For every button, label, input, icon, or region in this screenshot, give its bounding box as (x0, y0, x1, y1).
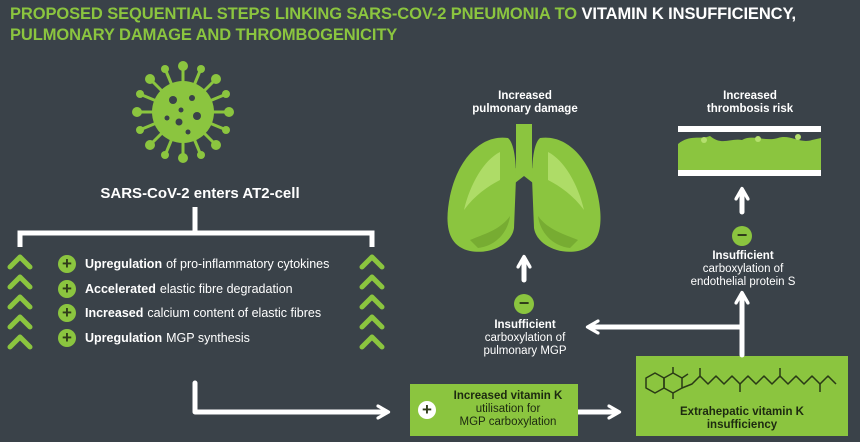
bracket-line (17, 207, 375, 247)
blood-vessel-icon (678, 126, 821, 176)
plus-icon: + (58, 328, 76, 347)
minus-icon: − (514, 294, 534, 314)
pulmonary-mgp-label: Insufficient carboxylation of pulmonary … (483, 319, 567, 357)
lungs-icon (447, 124, 601, 252)
page-title: PROPOSED SEQUENTIAL STEPS LINKING SARS-C… (10, 4, 855, 46)
title-line-2: PULMONARY DAMAGE AND THROMBOGENICITY (10, 26, 398, 44)
vitamin-k-molecule-icon (645, 367, 837, 399)
arrow-to-vitk-box (192, 380, 384, 412)
lungs-label: Increased pulmonary damage (472, 90, 578, 115)
virus-icon (132, 61, 234, 163)
chevron-up-icon-column-left (10, 257, 30, 347)
protein-s-label: Insufficient carboxylation of endothelia… (690, 250, 796, 288)
plus-icon: + (58, 279, 76, 298)
minus-icon: − (732, 226, 752, 246)
thrombosis-label: Increased thrombosis risk (706, 90, 794, 115)
chevron-up-icon-column-right (362, 257, 382, 347)
plus-icon: + (418, 401, 436, 419)
plus-icon: + (58, 304, 76, 323)
virus-caption: SARS-CoV-2 enters AT2-cell (100, 185, 300, 202)
arrow-to-pulmonary-mgp (592, 327, 745, 358)
extrahepatic-label: Extrahepatic vitamin K insufficiency (680, 406, 804, 431)
title-part-white: VITAMIN K INSUFFICIENCY, (581, 5, 797, 23)
vitamin-k-utilisation-box: + Increased vitamin K utilisation for MG… (410, 384, 578, 436)
title-part-green: PROPOSED SEQUENTIAL STEPS LINKING SARS-C… (10, 5, 582, 23)
plus-icon: + (58, 255, 76, 274)
